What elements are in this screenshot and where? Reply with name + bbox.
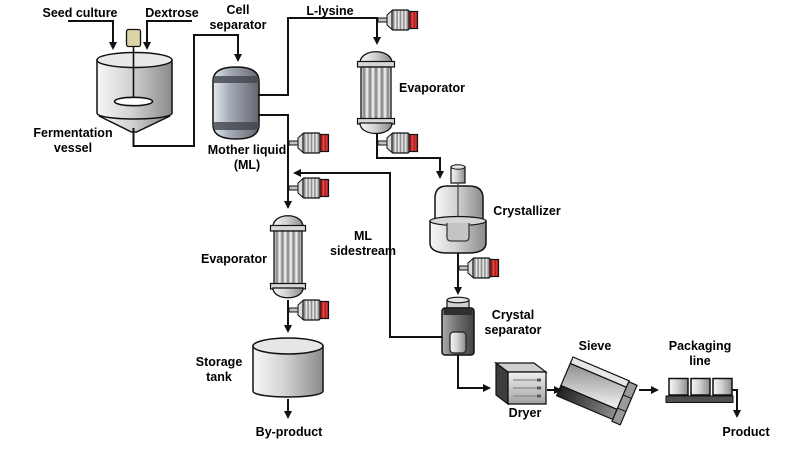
process-pipes [68, 17, 741, 419]
dryer [494, 361, 548, 406]
package-icon [690, 377, 711, 396]
pipe-seed-culture [68, 20, 117, 50]
pump-icon [458, 257, 500, 279]
pipe-separator-to-dryer [457, 355, 491, 392]
label-cell-separator: Cell separator [209, 3, 267, 32]
pump-icon [288, 177, 330, 199]
label-evaporator-left: Evaporator [201, 252, 267, 266]
conveyor [665, 395, 734, 403]
tube-bundle [360, 66, 392, 120]
pump-icon [288, 132, 330, 154]
pump-icon [377, 9, 419, 31]
label-l-lysine: L-lysine [306, 4, 354, 18]
package-icon [668, 377, 689, 396]
fermenter-top [96, 51, 173, 69]
label-sieve: Sieve [578, 339, 612, 353]
label-product: Product [722, 425, 770, 439]
label-mother-liquid: Mother liquid (ML) [207, 143, 287, 172]
sieve-outlet [611, 380, 638, 426]
crystal-separator [441, 296, 475, 356]
pipe-dextrose [143, 20, 192, 50]
label-dextrose: Dextrose [145, 6, 199, 20]
label-seed-culture: Seed culture [42, 6, 118, 20]
pipe-mother-liquid [258, 114, 292, 209]
cell-separator [212, 66, 260, 140]
pipe-product [732, 389, 741, 418]
fermentation-vessel [96, 28, 173, 133]
label-crystallizer: Crystallizer [493, 204, 561, 218]
label-fermentation-vessel: Fermentation vessel [33, 126, 113, 155]
label-by-product: By-product [255, 425, 323, 439]
storage-tank [252, 337, 324, 398]
tube-bundle [273, 230, 303, 285]
pipe-fermenter-to-separator [132, 34, 242, 147]
stirrer-motor-icon [125, 28, 142, 48]
label-crystal-separator: Crystal separator [484, 308, 542, 337]
sieve [555, 356, 638, 426]
label-ml-sidestream: ML sidestream [329, 229, 397, 258]
evaporator-2 [269, 215, 307, 299]
pump-icon [288, 299, 330, 321]
impeller-icon [113, 96, 154, 107]
inner-basket [449, 331, 467, 354]
label-storage-tank: Storage tank [195, 355, 243, 384]
package-icon [712, 377, 733, 396]
fermenter-body [96, 59, 173, 120]
crystallizer-inner [446, 223, 470, 242]
pipe-l-lysine [258, 17, 381, 96]
label-evaporator-top: Evaporator [399, 81, 465, 95]
label-packaging-line: Packaging line [668, 339, 732, 368]
pipe-ml-sidestream [293, 169, 442, 338]
evaporator-1 [356, 51, 396, 135]
packaging-line [665, 377, 734, 403]
pipe-evaporator-to-crystallizer [376, 133, 444, 179]
crystallizer [429, 164, 487, 254]
crystallizer-upper [434, 185, 484, 221]
pump-icon [377, 132, 419, 154]
label-dryer: Dryer [508, 406, 542, 420]
